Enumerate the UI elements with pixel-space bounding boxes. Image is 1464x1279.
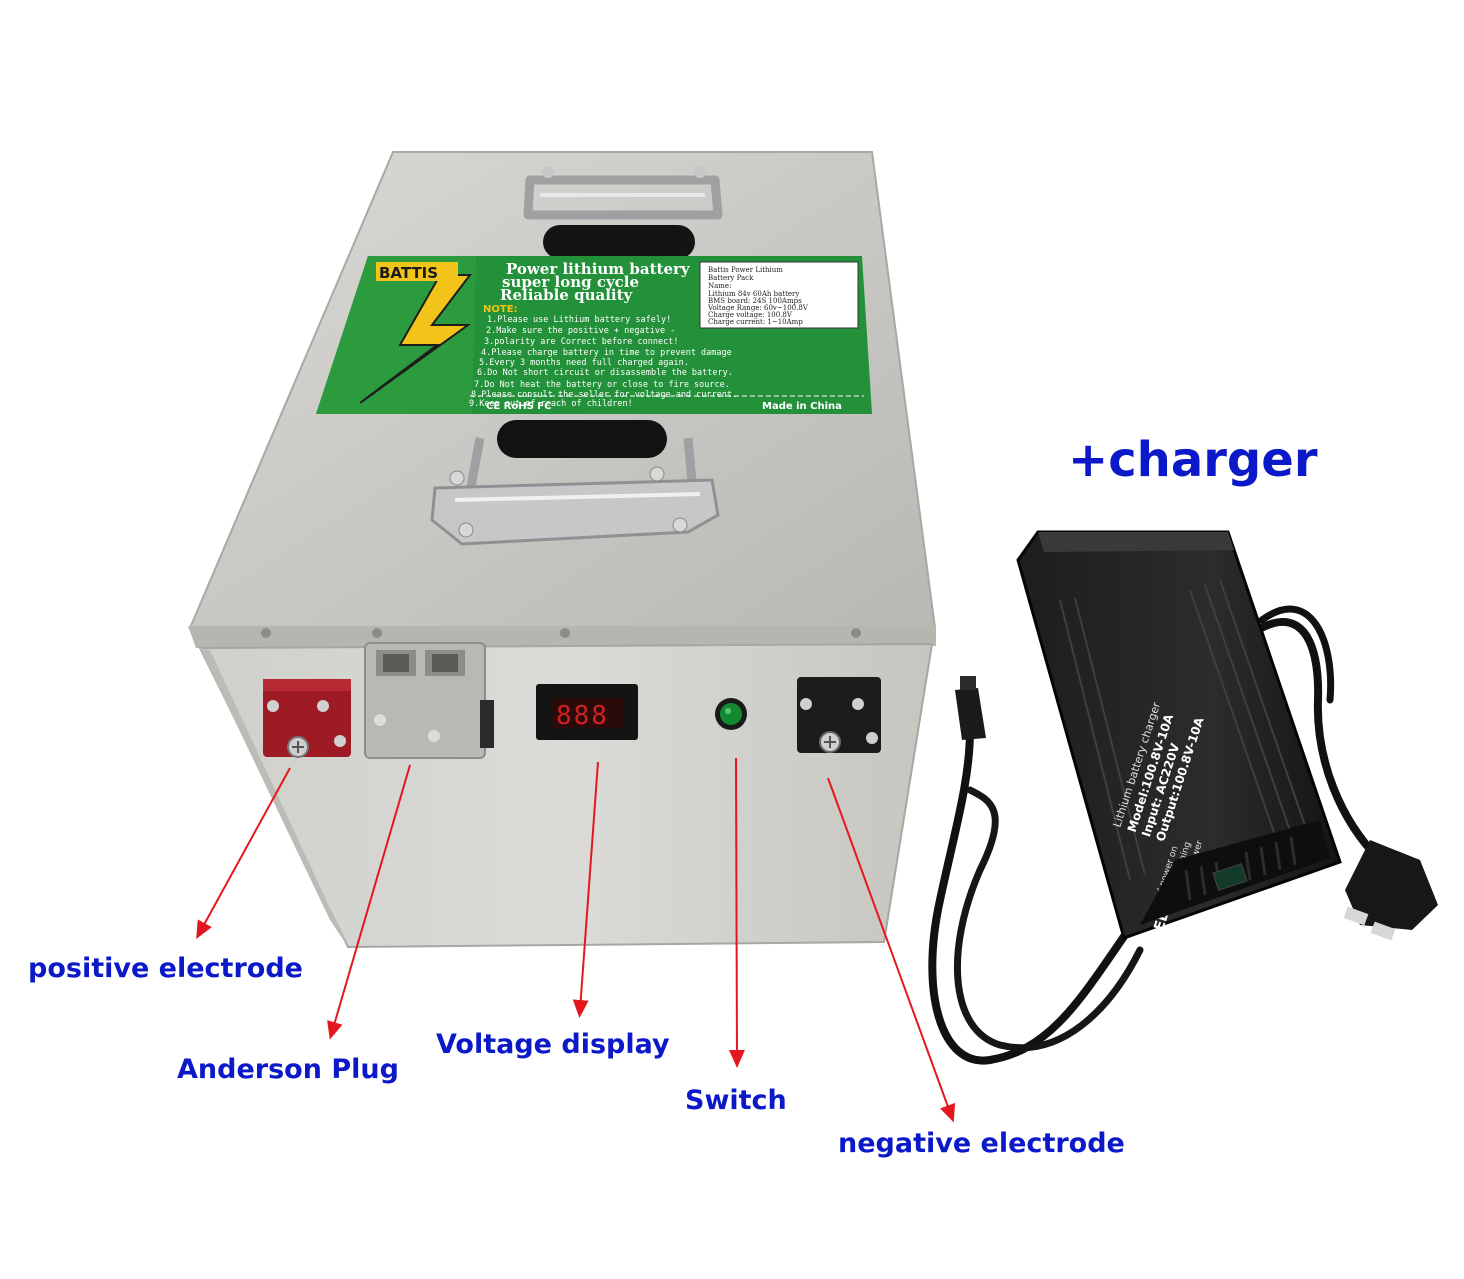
lightning-bolt-icon (359, 274, 473, 404)
label-note: 1.Please use Lithium battery safely! (487, 315, 671, 325)
label-note: 9.Keep out of reach of children! (469, 399, 633, 409)
arrow-anderson (327, 764, 411, 1040)
switch-callout: Switch (685, 1085, 787, 1116)
charger-power-cable (1246, 618, 1384, 864)
anderson-plug (364, 642, 494, 759)
label-note: 5.Every 3 months need full charged again… (479, 358, 689, 368)
label-spec-line: Name: (708, 282, 731, 290)
label-spec: Battis Power Lithium Battery Pack Name: … (707, 266, 809, 326)
front-handle (430, 420, 720, 546)
label-note: 2.Make sure the positive + negative - (486, 326, 675, 336)
anderson-plug-callout: Anderson Plug (177, 1054, 399, 1085)
label-headline-3: Reliable quality (500, 286, 634, 304)
label-spec-line: Voltage Range: 60v~100.8V (707, 304, 809, 312)
voltage-display-digits: 888 (556, 701, 609, 731)
label-headline-2: super long cycle (502, 273, 639, 291)
arrow-voltage (572, 761, 599, 1018)
label-spec-line: Battis Power Lithium (708, 266, 783, 274)
label-note: 3.polarity are Correct before connect! (484, 337, 678, 347)
power-plug (1343, 840, 1438, 941)
charger-callout: +charger (1068, 432, 1318, 488)
label-spec-line: Lithium 84v 60Ah battery (708, 290, 799, 298)
label-spec-box (699, 261, 859, 329)
arrow-positive (196, 767, 291, 940)
label-spec-line: Charge voltage: 100.8V (708, 311, 793, 319)
negative-electrode-callout: negative electrode (838, 1128, 1125, 1159)
charger: Lithium battery charger Model:100.8V-10A… (928, 530, 1438, 1065)
charger-display (1212, 863, 1248, 891)
label-note: 6.Do Not short circuit or disassemble th… (477, 368, 733, 378)
label-note: 7.Do Not heat the battery or close to fi… (474, 380, 730, 390)
positive-terminal (263, 679, 351, 758)
brand-text: BATTIS (379, 264, 438, 282)
voltage-display-callout: Voltage display (436, 1029, 670, 1060)
charger-output-cable (928, 726, 1129, 1065)
label-notes: 1.Please use Lithium battery safely! 2.M… (469, 315, 737, 409)
voltage-display: 888 (536, 684, 638, 740)
label-spec-line: Battery Pack (708, 274, 754, 282)
positive-electrode-callout: positive electrode (28, 953, 303, 984)
label-note: 4.Please charge battery in time to preve… (481, 348, 732, 358)
battery-label: BATTIS Power lithium battery super long … (316, 256, 872, 414)
power-switch (715, 698, 747, 730)
label-note-title: NOTE: (483, 304, 518, 315)
label-note: 8.Please consult the seller for voltage … (471, 390, 737, 400)
label-headline-1: Power lithium battery (506, 260, 691, 278)
label-certifications: CE RoHS FC (486, 401, 551, 412)
negative-terminal (797, 677, 881, 753)
label-spec-line: Charge current: 1~10Amp (708, 318, 803, 326)
label-made-in: Made in China (762, 401, 842, 412)
rear-handle (523, 166, 723, 259)
label-spec-line: BMS board: 24S 100Amps (708, 297, 802, 305)
brand-badge (376, 262, 458, 281)
callout-arrows (196, 757, 956, 1123)
arrow-negative (827, 777, 956, 1123)
arrow-switch (728, 757, 745, 1068)
